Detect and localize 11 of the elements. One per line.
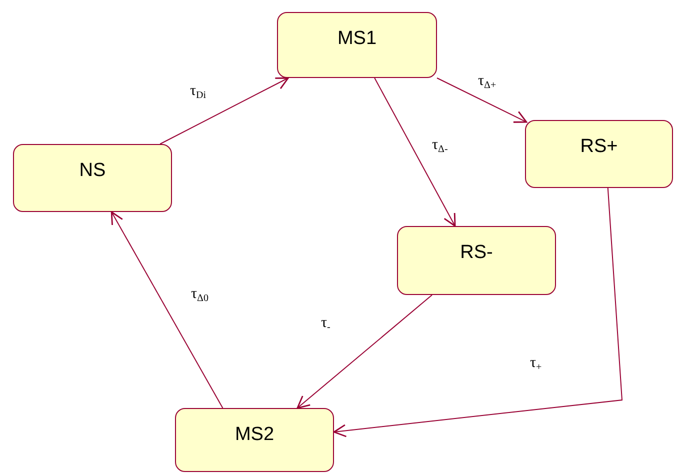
transition-arrow [110, 211, 224, 408]
transition-arrow [296, 294, 432, 409]
state-box: MS1 [277, 12, 437, 78]
state-box: MS2 [175, 408, 334, 472]
transition-arrow [160, 77, 289, 144]
transition-arrow [436, 78, 528, 123]
transition-arrow [333, 188, 623, 438]
state-box: RS+ [525, 120, 673, 188]
transition-arrow [374, 78, 456, 227]
state-box: NS [13, 144, 172, 212]
state-box: RS- [397, 226, 556, 295]
